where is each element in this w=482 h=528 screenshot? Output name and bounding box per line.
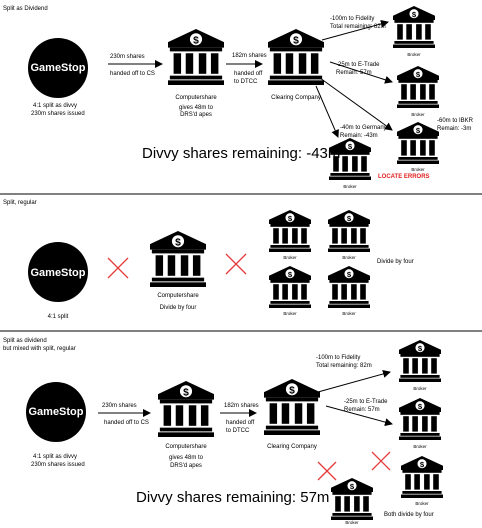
computershare-note: gives 48m to	[169, 455, 204, 461]
transfer-label: Remain: 57m	[336, 70, 372, 76]
divide-note: Both divide by four	[384, 512, 434, 518]
broker-icon	[269, 210, 311, 252]
arrow-to-broker	[325, 405, 393, 427]
broker-label: Broker	[283, 311, 297, 316]
divvy-remaining-total: Divvy shares remaining: 57m	[136, 489, 329, 506]
clearing-company-label: Clearing Company	[267, 444, 317, 450]
blocked-cross-icon	[317, 461, 337, 481]
broker-label: Broker	[415, 501, 429, 506]
broker-label: Broker	[413, 386, 427, 391]
broker-icon	[397, 66, 439, 108]
gamestop-caption: 230m shares issued	[31, 462, 85, 468]
divvy-remaining-total: Divvy shares remaining: -43m	[142, 145, 340, 162]
arrow-label: handed off to CS	[104, 420, 149, 426]
broker-label: Broker	[407, 52, 421, 57]
broker-icon	[397, 122, 439, 164]
broker-icon	[399, 340, 441, 382]
computershare-label: Computershare	[157, 293, 199, 299]
broker-icon	[328, 210, 370, 252]
computershare-label: Computershare	[175, 95, 217, 101]
panel3-heading: Split as dividend	[3, 338, 47, 344]
computershare-note: Divide by four	[160, 305, 197, 311]
arrow-label: to DTCC	[234, 79, 258, 85]
panel1-heading: Split as Dividend	[3, 6, 48, 12]
broker-label: Broker	[411, 167, 425, 172]
broker-icon	[401, 456, 443, 498]
blocked-cross-icon	[107, 257, 129, 279]
transfer-label: Total remaining: 82m	[316, 363, 372, 369]
panel2-heading: Split, regular	[3, 200, 37, 206]
broker-label: Broker	[342, 311, 356, 316]
transfer-label: Remain: -3m	[437, 126, 471, 132]
arrow-to-broker	[315, 85, 339, 138]
arrow-label: 230m shares	[110, 54, 145, 60]
arrow-label: 230m shares	[102, 403, 137, 409]
transfer-label: Total remaining: 82m	[330, 24, 386, 30]
svg-text:GameStop: GameStop	[28, 406, 83, 418]
gamestop-caption: 4:1 split as divvy	[33, 454, 77, 460]
transfer-label: -60m to IBKR	[437, 118, 474, 124]
arrow-to-broker	[319, 77, 393, 131]
transfer-label: Remain: 57m	[344, 407, 380, 413]
computershare-note: DRS'd apes	[180, 112, 212, 118]
arrow-to-broker	[329, 61, 393, 84]
gamestop-caption: 230m shares issued	[31, 111, 85, 117]
transfer-label: -25m to E-Trade	[344, 399, 388, 405]
transfer-label: -100m to Fidelity	[330, 16, 374, 22]
broker-icon	[399, 398, 441, 440]
gamestop-logo: GameStop	[26, 382, 86, 442]
broker-label: Broker	[342, 255, 356, 260]
broker-icon	[328, 266, 370, 308]
computershare-note: DRS'd apes	[170, 463, 202, 469]
gamestop-caption: 4:1 split	[48, 314, 69, 320]
blocked-cross-icon	[225, 253, 247, 275]
transfer-label: -25m to E-Trade	[336, 62, 380, 68]
computershare-icon	[158, 381, 214, 437]
broker-icon	[269, 266, 311, 308]
divide-note: Divide by four	[377, 259, 414, 265]
arrow-label: 182m shares	[232, 53, 267, 59]
computershare-icon	[150, 231, 206, 287]
arrow-label: 182m shares	[224, 403, 259, 409]
gamestop-logo: GameStop	[28, 242, 88, 302]
svg-text:GameStop: GameStop	[30, 267, 85, 279]
arrow-to-broker	[317, 370, 391, 393]
broker-label: Broker	[345, 520, 359, 525]
computershare-label: Computershare	[165, 444, 207, 450]
broker-label: Broker	[411, 112, 425, 117]
broker-icon	[393, 6, 435, 48]
locate-errors-note: LOCATE ERRORS	[378, 174, 430, 180]
gamestop-logo: GameStop	[28, 38, 88, 98]
computershare-icon	[168, 29, 224, 85]
transfer-label: -40m to Germany	[340, 125, 387, 131]
clearing-company-icon	[268, 29, 324, 85]
arrow-to-broker	[321, 19, 389, 41]
arrow-label: handed off to CS	[110, 71, 155, 77]
computershare-note: gives 48m to	[179, 105, 214, 111]
gamestop-caption: 4:1 split as divvy	[33, 103, 77, 109]
svg-text:GameStop: GameStop	[30, 62, 85, 74]
broker-label: Broker	[343, 184, 357, 189]
arrow-label: to DTCC	[226, 428, 250, 434]
clearing-company-label: Clearing Company	[271, 95, 321, 101]
broker-icon	[331, 478, 373, 520]
broker-label: Broker	[283, 255, 297, 260]
blocked-cross-icon	[371, 451, 391, 471]
transfer-label: Remain: -43m	[340, 133, 378, 139]
transfer-label: -100m to Fidelity	[316, 355, 360, 361]
broker-label: Broker	[413, 444, 427, 449]
clearing-company-icon	[264, 379, 320, 435]
arrow-label: handed off	[234, 71, 263, 77]
panel3-heading: but mixed with split, regular	[3, 346, 76, 352]
arrow-label: handed off	[226, 420, 255, 426]
